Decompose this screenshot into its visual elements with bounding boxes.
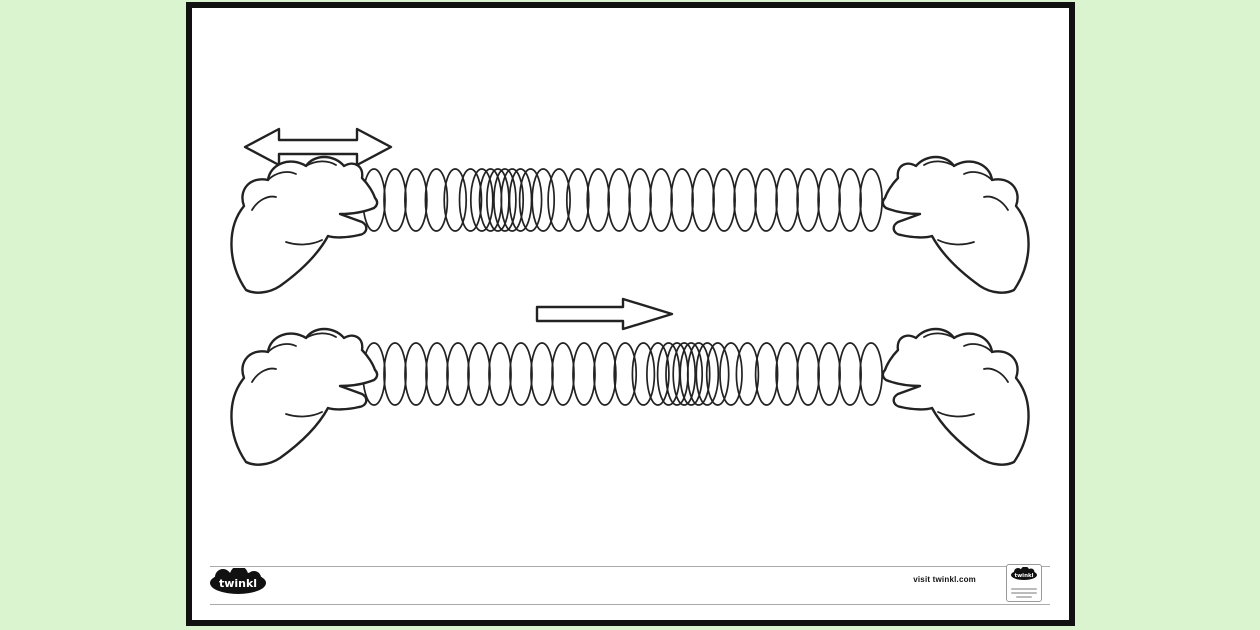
spring-coil-loop [817,168,841,232]
spring-coil-loop [404,168,428,232]
spring-coil-loop [425,342,449,406]
spring-coil-loop [775,168,799,232]
spring-coil-loop [705,342,730,406]
spring-coil-loop [458,168,483,232]
spring-coil-loop [572,342,596,406]
spring-top [362,168,883,232]
footer-divider-bottom [210,604,1050,605]
spring-coil-loop [719,342,743,406]
spring-coil-loop [586,168,611,232]
left-hand-top [230,155,379,294]
badge-text-line [1015,596,1033,598]
right-arrow-icon [535,297,674,331]
spring-coil-loop [469,168,494,232]
spring-coil-loop [518,168,543,232]
spring-coil-loop [838,168,862,232]
spring-coil-loop [547,168,571,232]
badge-logo-text: twinkl [1014,573,1033,579]
right-hand-bottom [881,327,1030,466]
spring-coil-loop [775,342,799,406]
spring-coil-loop [404,342,428,406]
footer-divider-top [210,566,1050,567]
spring-coil-loop [446,342,470,406]
spring-coil-loop [679,342,704,406]
visit-twinkl-text: visit twinkl.com [913,575,976,584]
spring-bottom [362,342,883,406]
spring-coil-loop [493,168,517,232]
double-headed-arrow-icon [243,127,393,167]
spring-coil-loop [754,168,778,232]
spring-coil-loop [613,342,638,406]
spring-coil-loop [859,168,883,232]
spring-coil-loop [607,168,631,232]
spring-coil-loop [691,168,715,232]
spring-coil-loop [500,168,525,232]
spring-coil-loop [530,342,554,406]
spring-coil-loop [649,168,673,232]
spring-coil-loop [488,342,512,406]
spring-coil-loop [859,342,883,406]
spring-coil-loop [383,342,407,406]
spring-coil-loop [509,342,533,406]
spring-coil-loop [695,342,720,406]
spring-coil-loop [672,342,697,406]
spring-coil-loop [631,342,656,406]
spring-coil-loop [531,168,556,232]
spring-coil-loop [424,168,449,232]
spring-coil-loop [754,342,779,406]
spring-coil-loop [467,342,491,406]
spring-coil-loop [735,342,760,406]
left-hand-bottom [230,327,379,466]
twinkl-logo-text: twinkl [219,577,257,590]
spring-coil-loop [565,168,590,232]
right-hand-top [881,155,1030,294]
spring-coil-loop [838,342,862,406]
spring-coil-loop [443,168,468,232]
badge-text-line [1011,592,1037,594]
spring-coil-loop [686,342,711,406]
spring-wave-diagram [230,127,1030,466]
spring-coil-loop [817,342,841,406]
spring-coil-loop [628,168,652,232]
badge-text-line [1011,588,1037,590]
spring-coil-loop [796,342,820,406]
spring-coil-loop [712,168,736,232]
twinkl-logo-cloud: twinkl [210,566,266,594]
spring-coil-loop [551,342,575,406]
twinkl-quality-badge: twinkl [1006,564,1042,602]
spring-coil-loop [646,342,670,406]
spring-coil-loop [593,342,617,406]
twinkl-logo: twinkl [208,566,268,596]
spring-coil-loop [670,168,694,232]
badge-cloud-icon: twinkl [1011,566,1037,580]
spring-coil-loop [796,168,820,232]
spring-coil-loop [383,168,407,232]
spring-coil-loop [733,168,757,232]
